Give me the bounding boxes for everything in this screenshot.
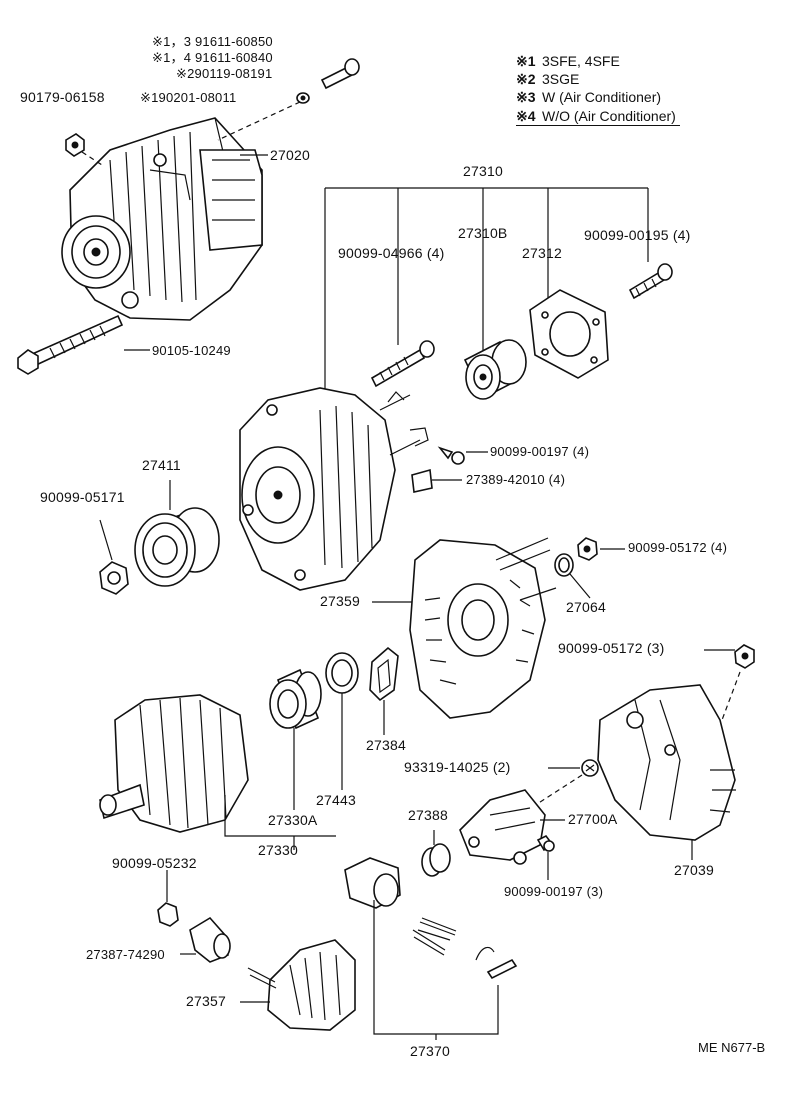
- label-bolt-2: ※290119-08191: [176, 66, 273, 81]
- top-bolt-drawing: [65, 58, 360, 166]
- label-screw-00197-3: 90099-00197 (3): [504, 884, 604, 899]
- label-terminal-27387: 27387-74290: [86, 947, 165, 962]
- label-bearing-27310b: 27310B: [458, 225, 508, 241]
- label-nut-05172-3: 90099-05172 (3): [558, 640, 665, 656]
- screw-00197-bottom-drawing: [536, 834, 555, 880]
- holder-27388-drawing: [421, 830, 451, 877]
- label-through-bolt: 90105-10249: [152, 343, 231, 358]
- gasket-27384-drawing: [369, 646, 399, 735]
- diagram-reference-code: ME N677-B: [698, 1040, 766, 1055]
- label-nut-05232: 90099-05232: [112, 855, 197, 871]
- nut-05172-4-drawing: [554, 537, 625, 599]
- rear-cover-27039-drawing: [597, 684, 736, 860]
- cover-27443-drawing: [325, 652, 359, 790]
- bearing-27310b-drawing: [463, 339, 527, 400]
- label-insulator-27064: 27064: [566, 599, 606, 615]
- brush-holder-27370-drawing: [344, 857, 518, 1040]
- rotor-27330-drawing: [99, 694, 336, 850]
- label-terminal-27389: 27389-42010 (4): [466, 472, 566, 487]
- label-bolt-1-4: ※1，4 91611-60840: [152, 50, 273, 65]
- drive-end-frame-drawing: [239, 387, 429, 591]
- label-holder-27388: 27388: [408, 807, 448, 823]
- label-rectifier-27357: 27357: [186, 993, 226, 1009]
- label-regulator-27700a: 27700A: [568, 811, 618, 827]
- retainer-27312-drawing: [529, 289, 609, 379]
- group-27310-leaders: [324, 187, 649, 420]
- label-bushing-93319: 93319-14025 (2): [404, 759, 511, 775]
- label-nut-top: 90179-06158: [20, 89, 105, 105]
- label-rotor-27330: 27330: [258, 842, 298, 858]
- label-alternator-assy: 27020: [270, 147, 310, 163]
- label-bolt-1-3: ※1，3 91611-60850: [152, 34, 273, 49]
- label-bolt-27310: 90099-04966 (4): [338, 245, 445, 261]
- bushing-93319-drawing: [519, 759, 599, 816]
- rear-frame-27359-drawing: [372, 537, 557, 719]
- label-washer-top: ※190201-08011: [140, 90, 237, 105]
- bolt-04966-drawing: [370, 340, 435, 388]
- terminal-27387-drawing: [180, 916, 231, 963]
- label-frame-27359: 27359: [320, 593, 360, 609]
- label-gasket-27384: 27384: [366, 737, 406, 753]
- label-screw-00195: 90099-00195 (4): [584, 227, 691, 243]
- label-cover-27443: 27443: [316, 792, 356, 808]
- label-pulley-nut: 90099-05171: [40, 489, 125, 505]
- label-brush-holder-27370: 27370: [410, 1043, 450, 1059]
- nut-05172-3-drawing: [704, 644, 755, 721]
- nut-05232-drawing: [157, 870, 179, 927]
- label-screw-00197-4: 90099-00197 (4): [490, 444, 590, 459]
- label-retainer-27312: 27312: [522, 245, 562, 261]
- pulley-27411-drawing: [134, 480, 220, 587]
- rectifier-27357-drawing: [240, 939, 356, 1031]
- alternator-assembly-drawing: [61, 117, 263, 321]
- screw-00195-drawing: [628, 263, 673, 300]
- label-nut-05172-4: 90099-05172 (4): [628, 540, 728, 555]
- label-bearing-27330a: 27330A: [268, 812, 318, 828]
- bearing-27330a-drawing: [269, 668, 322, 810]
- screw-00197-top-drawing: [411, 446, 488, 493]
- label-rear-cover-27039: 27039: [674, 862, 714, 878]
- regulator-27700a-drawing: [459, 789, 565, 865]
- through-bolt-drawing: [17, 314, 150, 375]
- pulley-nut-drawing: [99, 519, 129, 595]
- label-drive-end-group: 27310: [463, 163, 503, 179]
- label-pulley-27411: 27411: [142, 457, 181, 473]
